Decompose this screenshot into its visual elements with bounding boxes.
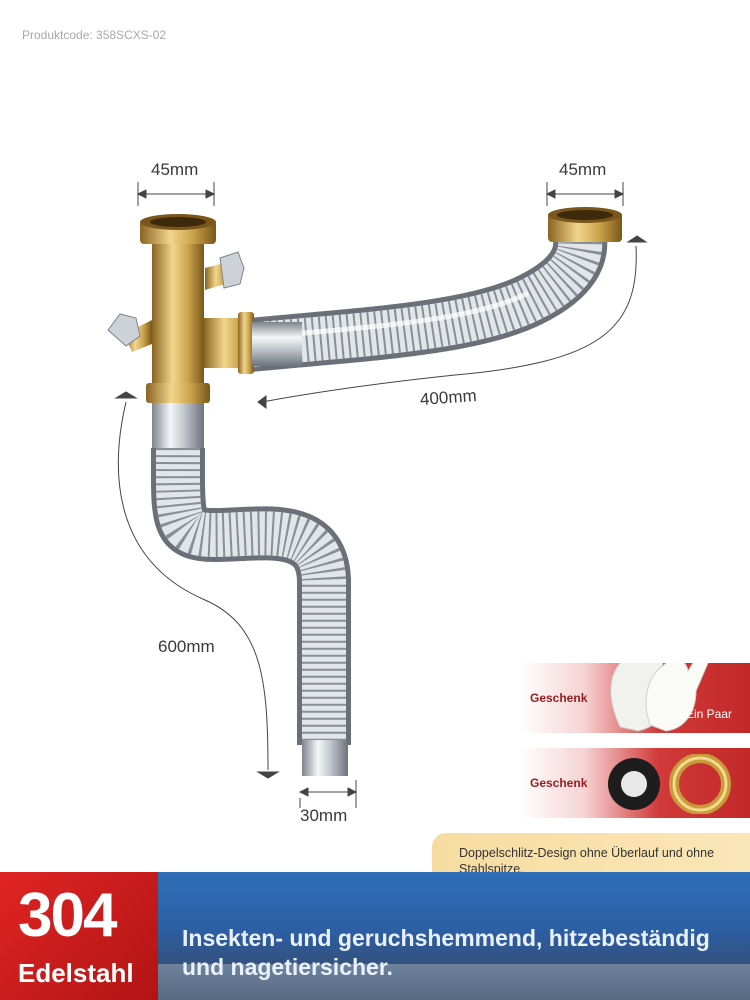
dim-horizontal-length: 400mm [419,386,478,409]
gift-caption: Ein Paar [685,707,732,721]
gift-seal-rings: Geschenk [520,748,750,818]
gift-label: Geschenk [530,691,588,705]
dim-top-left: 45mm [151,160,199,179]
vertical-hose [150,400,351,776]
seal-rings-icon [608,754,731,814]
material-badge: 304 Edelstahl [0,872,158,1000]
material-banner: 304 Edelstahl Insekten- und geruchshemme… [0,872,750,1000]
dimension-lines [114,182,648,808]
brass-tee-fitting [107,214,302,403]
material-number: 304 [18,881,117,950]
product-code: Produktcode: 358SCXS-02 [22,28,167,42]
dim-top-right: 45mm [559,160,607,179]
right-brass-nut [548,207,622,242]
banner-text: Insekten- und geruchshemmend, hitzebestä… [182,925,710,980]
gift-label: Geschenk [530,776,588,790]
dim-vertical-length: 600mm [158,637,215,656]
gloves-icon [610,663,709,732]
gift-gloves: Geschenk Ein Paar [520,663,750,733]
dim-bottom: 30mm [300,806,348,825]
material-name: Edelstahl [18,958,134,988]
